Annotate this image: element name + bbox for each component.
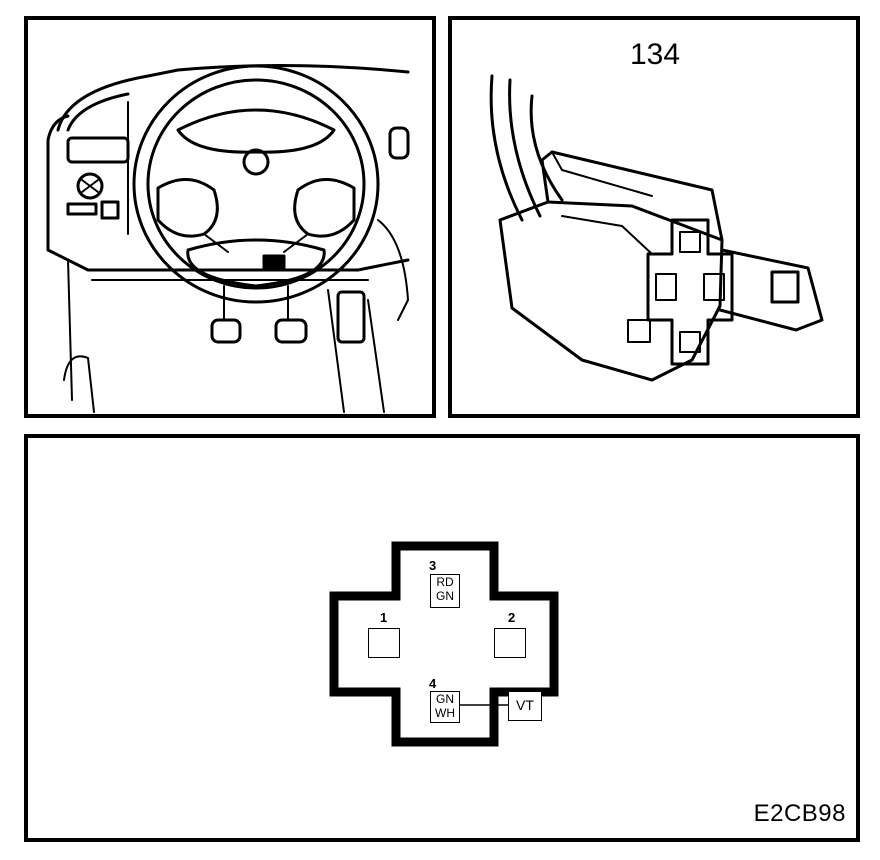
connector-illustration	[489, 74, 824, 382]
connector-number-label: 134	[630, 38, 681, 71]
figure-code: E2CB98	[753, 800, 846, 827]
pin-4-wire-colors: GN WH	[430, 691, 460, 723]
pin-4-color-2: WH	[435, 706, 455, 720]
external-wire-color: VT	[508, 691, 542, 721]
pin-3-color-2: GN	[436, 589, 454, 603]
pin-number-3: 3	[429, 558, 437, 573]
pin-number-1: 1	[380, 610, 388, 625]
pin-3-color-1: RD	[436, 575, 454, 589]
dashboard-location-panel	[24, 16, 436, 418]
pin-3-wire-colors: RD GN	[430, 574, 460, 608]
dashboard-illustration	[46, 63, 410, 413]
pin-number-2: 2	[508, 610, 516, 625]
pin-1-empty-cavity	[368, 628, 400, 658]
connector-view-panel: 134	[448, 16, 860, 418]
pin-4-color-1: GN	[436, 692, 454, 706]
pinout-panel: 3 RD GN 1 2 4 GN WH VT E2CB98	[24, 434, 860, 842]
pin-2-empty-cavity	[494, 628, 526, 658]
pin-number-4: 4	[429, 676, 437, 691]
connector-face-outline	[329, 541, 559, 747]
